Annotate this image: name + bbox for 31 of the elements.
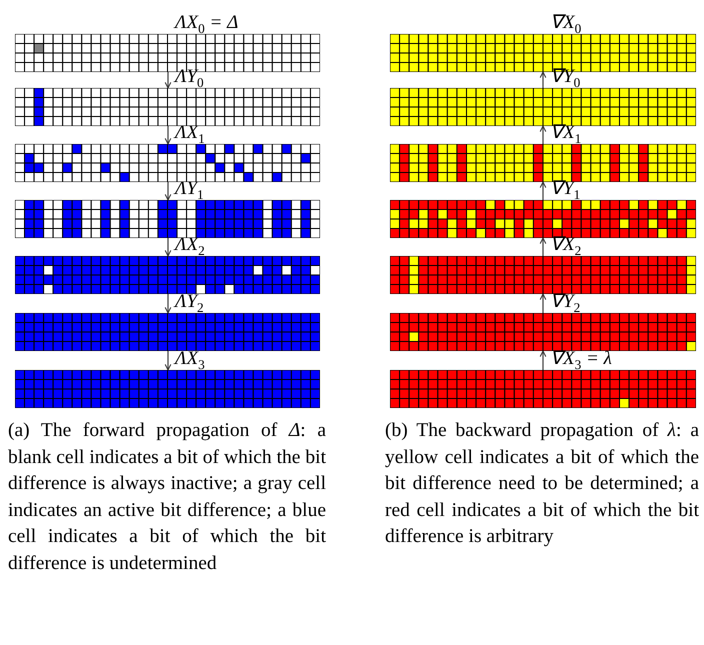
bit-grid [15, 144, 320, 182]
bit-grid [15, 313, 320, 351]
arrow [164, 126, 172, 144]
arrow [540, 126, 546, 144]
caption: (a) The forward propagation of Δ: a blank cell indicates a bit of which the bit difference is always inactive; a gray cell indicates an active bit difference; a blue cell indicates a bit of which the bit difference is undetermined [8, 419, 326, 576]
bit-grid [15, 370, 320, 408]
bit-grid [390, 370, 696, 408]
arrow [164, 182, 172, 200]
bit-grid [15, 88, 320, 126]
arrow [540, 72, 546, 88]
grid-label: ∇Y$_{0}$ [550, 67, 580, 87]
arrow [540, 294, 546, 313]
bit-grid [390, 144, 696, 182]
arrow [164, 351, 172, 370]
bit-grid [390, 88, 696, 126]
grid-label: ∇X$_{0}$ [550, 13, 582, 33]
caption: (b) The backward propagation of λ: a yellow cell indicates a bit of which the bit difference need to be determined; a red cell indicates a bit of which the bit difference is arbitrary [385, 419, 699, 549]
arrow [540, 238, 546, 256]
grid-label: ΛX$_{3}$ [175, 349, 205, 369]
bit-grid [390, 256, 696, 294]
arrow [164, 238, 172, 256]
arrow [540, 350, 546, 370]
bit-grid [390, 200, 696, 238]
arrow [540, 182, 546, 200]
bit-grid [15, 256, 320, 294]
bit-grid [390, 313, 696, 351]
arrow [164, 72, 172, 88]
arrow [164, 294, 172, 314]
grid-label: ΛY$_{2}$ [175, 292, 204, 312]
bit-grid [15, 200, 320, 238]
grid-label: ΛX$_{0}$ = Δ [175, 13, 238, 33]
